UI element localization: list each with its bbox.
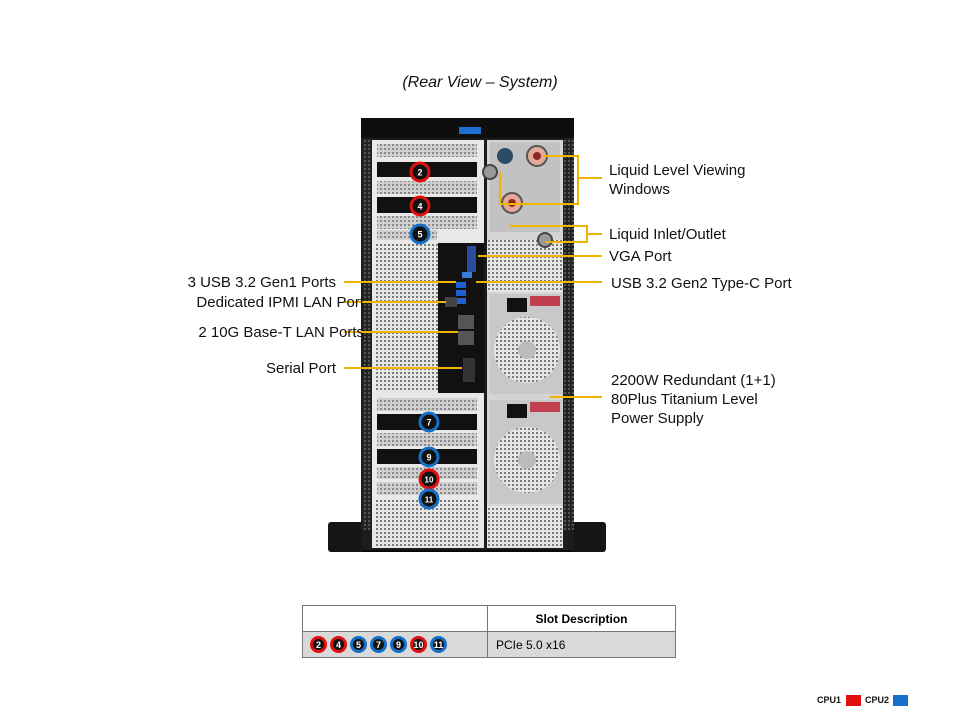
- slot-badge-9: 9: [418, 446, 440, 468]
- id-led-icon: [459, 127, 481, 134]
- slot-badge-label: 9: [426, 453, 431, 463]
- slot-badge-2: 2: [409, 161, 431, 183]
- legend-cpu2-swatch: [893, 695, 908, 706]
- table-slot-badge: 10: [410, 636, 427, 653]
- slot-badge-label: 7: [426, 418, 431, 428]
- legend-cpu1-label: CPU1: [817, 695, 842, 705]
- usb-a-port-icon: [456, 282, 466, 288]
- table-slot-badge: 2: [310, 636, 327, 653]
- callout-lines: [344, 155, 602, 398]
- callout-lan-ports: 2 10G Base-T LAN Ports: [198, 324, 364, 341]
- psu-bay: [482, 140, 563, 548]
- callout-usb-c-port: USB 3.2 Gen2 Type-C Port: [611, 275, 792, 292]
- table-slot-badge: 4: [330, 636, 347, 653]
- slot-badge-10: 10: [418, 468, 440, 490]
- slot-badge-label: 11: [425, 496, 434, 505]
- slot-badge-label: 5: [417, 230, 422, 240]
- legend-cpu1-swatch: [846, 695, 861, 706]
- legend-cpu2-label: CPU2: [865, 695, 890, 705]
- io-panel: [438, 243, 484, 393]
- callout-serial-port: Serial Port: [265, 360, 336, 377]
- callout-ipmi-lan-port: Dedicated IPMI LAN Port: [196, 294, 364, 311]
- callout-psu-line2: 80Plus Titanium Level: [611, 391, 758, 408]
- callout-liquid-level-line1: Liquid Level Viewing: [609, 162, 746, 179]
- slot-badge-7: 7: [418, 411, 440, 433]
- slot-badge-11: 11: [418, 488, 440, 510]
- table-slot-badge: 9: [390, 636, 407, 653]
- table-slot-badge: 11: [430, 636, 447, 653]
- table-slot-badge: 7: [370, 636, 387, 653]
- diagram-title: (Rear View – System): [402, 74, 558, 91]
- callout-psu: 2200W Redundant (1+1) 80Plus Titanium Le…: [611, 371, 776, 428]
- table-header-blank: [302, 605, 488, 632]
- slot-badge-4: 4: [409, 195, 431, 217]
- slot-badge-label: 4: [417, 202, 422, 212]
- callout-liquid-inlet: Liquid Inlet/Outlet: [609, 226, 726, 243]
- table-header-slot-description: Slot Description: [487, 605, 676, 632]
- ipmi-lan-port-icon: [445, 297, 457, 307]
- usb-c-port-icon: [462, 272, 472, 278]
- slot-badge-label: 10: [425, 476, 434, 485]
- callout-liquid-level-line2: Windows: [609, 181, 670, 198]
- fitting-icon: [497, 148, 513, 164]
- slot-badge-5: 5: [409, 223, 431, 245]
- slot-badge-label: 2: [417, 168, 422, 178]
- callout-vga-port: VGA Port: [609, 248, 672, 265]
- lan-port-icon: [458, 315, 474, 329]
- liquid-inlet-icon: [537, 232, 553, 248]
- callout-psu-line1: 2200W Redundant (1+1): [611, 372, 776, 389]
- serial-port-icon: [463, 358, 475, 382]
- callout-liquid-level: Liquid Level Viewing Windows: [609, 161, 746, 199]
- table-slot-description: PCIe 5.0 x16: [487, 631, 676, 658]
- vga-port-icon: [467, 246, 476, 272]
- callout-psu-line3: Power Supply: [611, 410, 704, 427]
- callout-usb-a-ports: 3 USB 3.2 Gen1 Ports: [187, 274, 336, 291]
- table-slot-badge: 5: [350, 636, 367, 653]
